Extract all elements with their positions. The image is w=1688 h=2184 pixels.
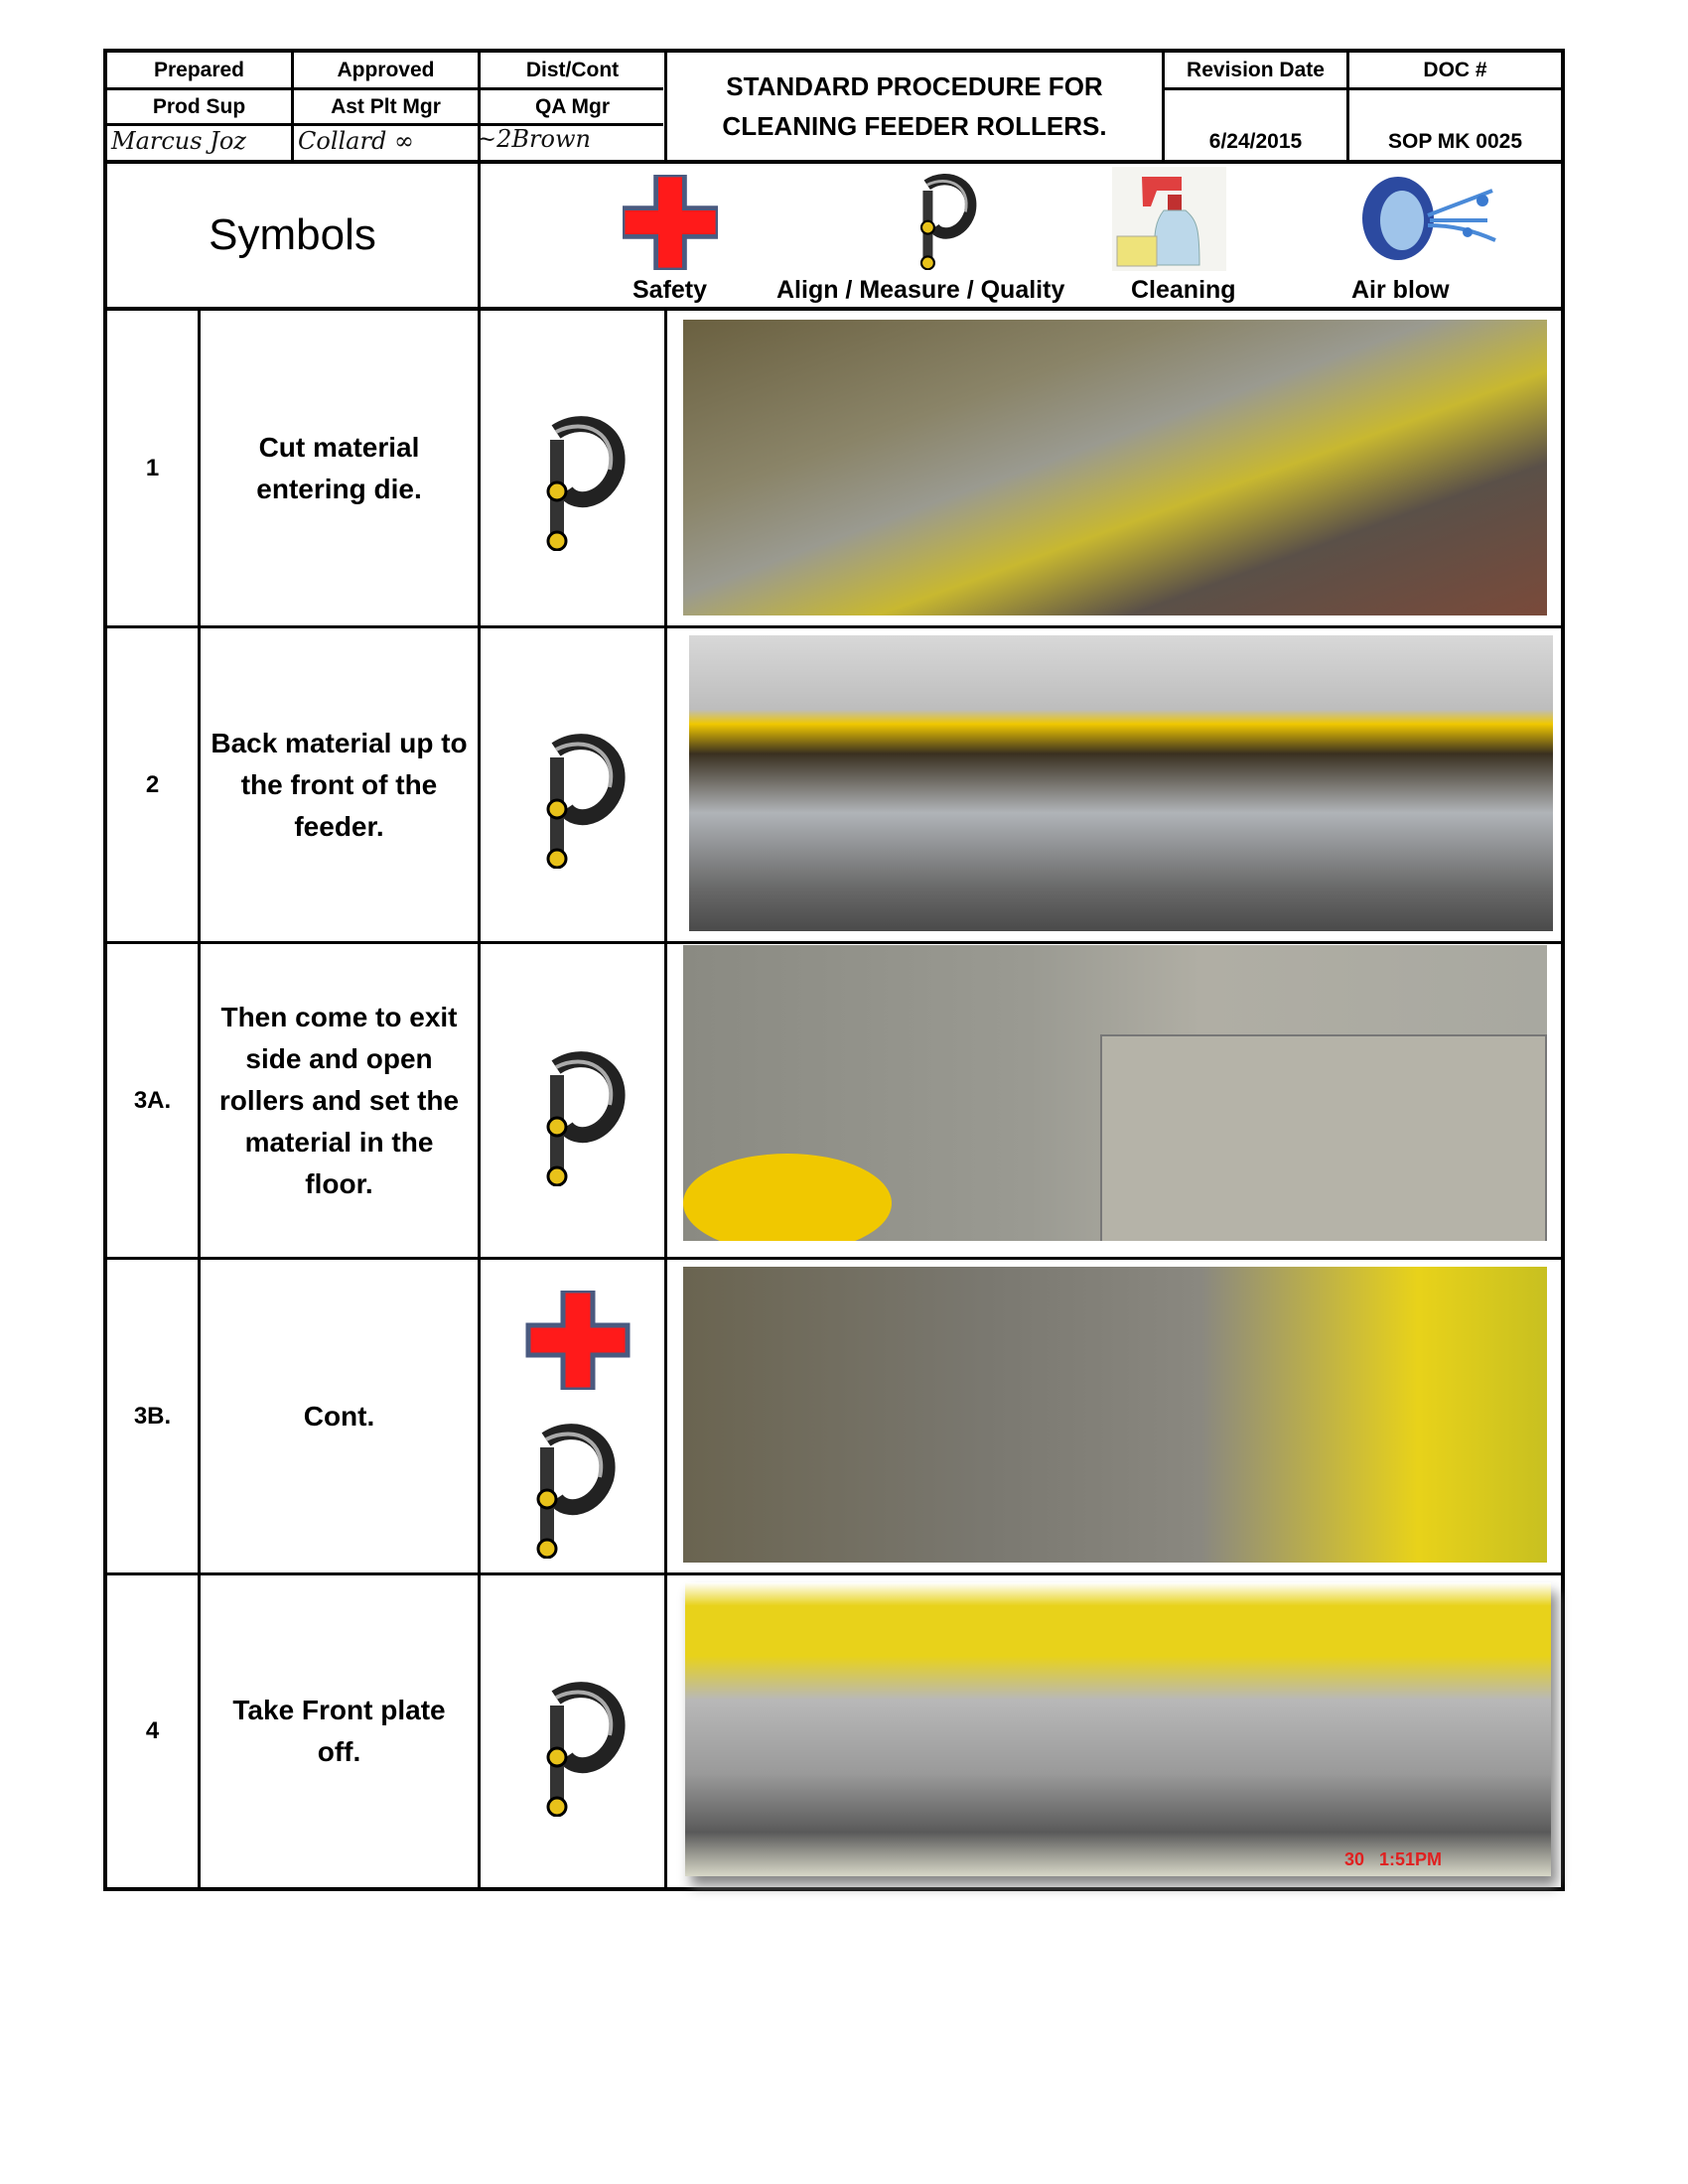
step-photo-material-floor [683,1267,1547,1563]
step-number: 3A. [133,1086,172,1114]
signature-prepared: Marcus Joz [111,127,246,155]
air-blow-icon [1362,177,1496,260]
approved-label: Approved [337,58,435,81]
red-cross-icon [516,1291,639,1390]
micrometer-icon [526,730,626,869]
step-photo-material-feeder [689,635,1553,931]
revision-date-label: Revision Date [1187,58,1325,81]
symbol-label-air-blow: Air blow [1351,276,1450,304]
micrometer-icon [526,1678,626,1817]
step-photo-control-panel [683,945,1547,1241]
step-text: Then come to exit side and open rollers … [218,1001,460,1199]
title-line-2: CLEANING FEEDER ROLLERS. [722,111,1107,141]
step-photo-feeder-roller [683,320,1547,615]
step-text: Cut material entering die. [256,431,422,504]
step-photo-front-plate: 30 1:51PM [685,1582,1551,1876]
step-text: Back material up to the front of the fee… [211,727,468,842]
micrometer-icon [526,1047,626,1186]
step-text: Take Front plate off. [232,1695,446,1767]
revision-date-value: 6/24/2015 [1208,130,1303,153]
signature-dist: ~2Brown [477,125,591,153]
prod-sup-role: Prod Sup [152,94,246,118]
micrometer-icon [897,171,986,270]
photo-timestamp: 30 1:51PM [1343,1849,1442,1869]
micrometer-icon [526,412,626,551]
step-number: 1 [145,454,160,481]
step-text: Cont. [303,1400,375,1432]
doc-number-label: DOC # [1423,58,1487,81]
symbol-label-align: Align / Measure / Quality [776,276,1065,304]
symbol-label-cleaning: Cleaning [1131,276,1236,304]
document-title: STANDARD PROCEDURE FOR CLEANING FEEDER R… [667,53,1162,160]
doc-number-value: SOP MK 0025 [1387,130,1522,153]
prepared-label: Prepared [153,58,245,81]
signature-approved: Collard ∞ [298,127,414,155]
micrometer-icon [516,1420,616,1559]
symbols-heading: Symbols [209,210,376,259]
spray-bottle-icon [1112,167,1226,271]
symbol-label-safety: Safety [633,276,708,304]
step-number: 2 [145,770,160,798]
ast-plt-mgr-role: Ast Plt Mgr [331,94,441,118]
step-number: 3B. [133,1402,172,1430]
title-line-1: STANDARD PROCEDURE FOR [726,71,1103,101]
qa-mgr-role: QA Mgr [534,94,611,118]
dist-cont-label: Dist/Cont [525,58,620,81]
red-cross-icon [623,175,718,270]
step-number: 4 [145,1717,160,1744]
